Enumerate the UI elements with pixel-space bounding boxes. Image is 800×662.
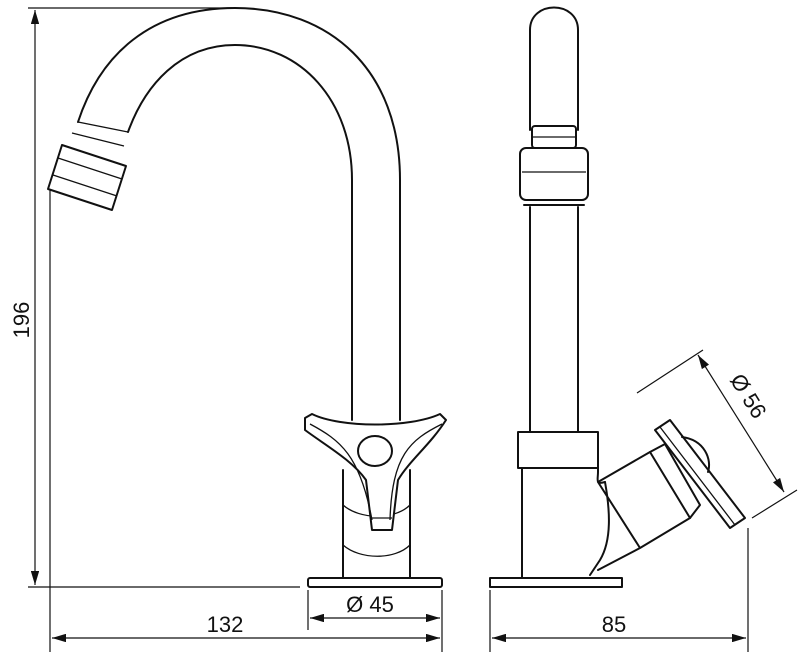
base-diameter-dimension-label: Ø 45 <box>346 592 394 617</box>
spout-inner <box>127 44 353 421</box>
side-handle <box>654 419 746 529</box>
side-spout-top <box>529 6 579 131</box>
side-base-plate <box>489 577 623 588</box>
dimension-lines <box>28 7 798 652</box>
side-depth-dimension-label: 85 <box>602 612 626 637</box>
side-tube <box>529 206 579 433</box>
side-view <box>489 6 746 588</box>
spout-ring <box>71 121 129 147</box>
valve-body <box>589 451 691 576</box>
cross-handle <box>304 413 447 531</box>
side-aerator <box>519 147 589 201</box>
base-plate <box>307 577 443 588</box>
front-width-dimension-label: 132 <box>207 612 244 637</box>
height-dimension-label: 196 <box>9 302 34 339</box>
handle-diameter-dimension-label: Ø 56 <box>725 369 771 423</box>
stem-body <box>342 469 411 579</box>
handle-cap <box>357 435 393 467</box>
front-view <box>47 7 447 588</box>
spout-outer <box>77 7 401 421</box>
side-collar <box>517 431 599 469</box>
